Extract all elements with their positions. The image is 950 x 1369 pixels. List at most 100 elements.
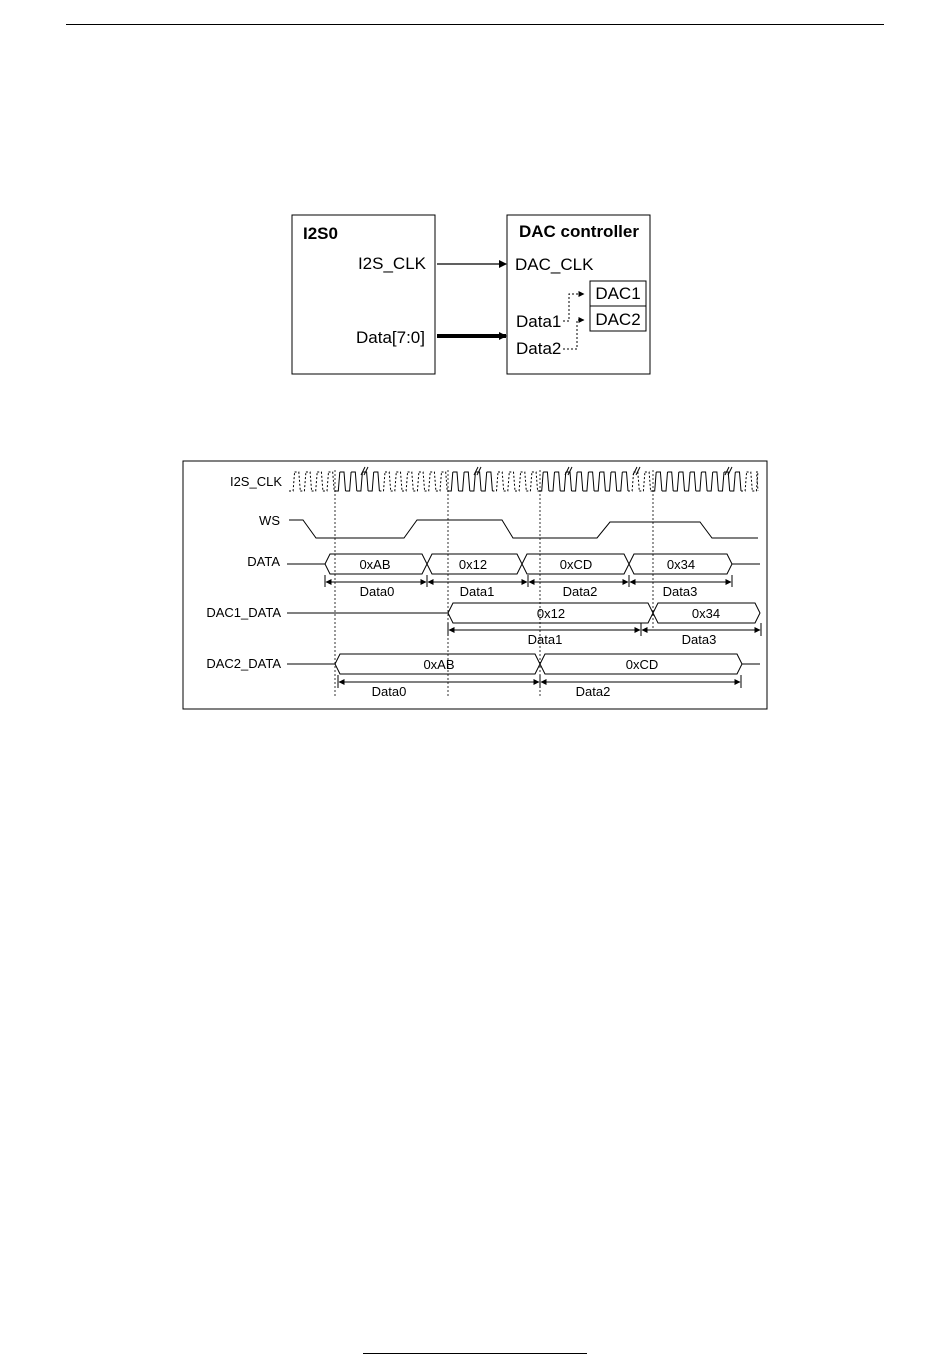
- clk-half-period: [323, 472, 329, 491]
- dac2-bus-segment-1: 0xCD: [540, 654, 742, 674]
- clk-half-period: [651, 472, 657, 491]
- clk-half-period: [391, 472, 397, 491]
- clk-half-period: [701, 472, 707, 491]
- clk-half-period: [481, 472, 487, 491]
- clk-half-period: [430, 472, 436, 491]
- clk-half-period: [475, 472, 481, 491]
- clk-half-period: [351, 472, 357, 491]
- data-bus-segment-0: 0xAB: [325, 554, 427, 574]
- ws-waveform: [289, 520, 758, 538]
- dac1-bus-segment-0: 0x12: [448, 603, 653, 623]
- clk-half-period: [718, 472, 724, 491]
- clk-half-period: [555, 472, 561, 491]
- clk-half-period: [509, 472, 515, 491]
- data-bus-segment-2: 0xCD: [522, 554, 629, 574]
- data-bus-value-2: 0xCD: [560, 557, 593, 572]
- clk-half-period: [713, 472, 719, 491]
- dac2-label: DAC2: [595, 310, 640, 329]
- clk-half-period: [419, 472, 425, 491]
- data-dim-label-1: Data1: [460, 584, 495, 599]
- dac2-bus-value-1: 0xCD: [626, 657, 659, 672]
- clk-half-period: [396, 472, 402, 491]
- clk-half-period: [735, 472, 741, 491]
- signal-name-ws: WS: [259, 513, 280, 528]
- clk-half-period: [696, 472, 702, 491]
- clk-half-period: [317, 472, 323, 491]
- timing-diagram: I2S_CLK WS DATA DAC1_DATA DAC2_DATA 0xAB…: [183, 461, 767, 709]
- signal-name-dac2-data: DAC2_DATA: [206, 656, 281, 671]
- clk-half-period: [346, 472, 352, 491]
- clk-half-period: [538, 472, 544, 491]
- data-dim-label-2: Data2: [563, 584, 598, 599]
- clk-half-period: [385, 472, 391, 491]
- i2s-block-title: I2S0: [303, 224, 338, 243]
- clk-half-period: [487, 472, 493, 491]
- clk-half-period: [577, 472, 583, 491]
- clk-half-period: [668, 472, 674, 491]
- clk-half-period: [690, 472, 696, 491]
- data-bus-value-0: 0xAB: [359, 557, 390, 572]
- clk-half-period: [532, 472, 538, 491]
- clk-half-period: [504, 472, 510, 491]
- signal-name-data: DATA: [247, 554, 280, 569]
- dac1-dim-label-0: Data1: [528, 632, 563, 647]
- dac-controller-title: DAC controller: [519, 222, 639, 241]
- clk-half-period: [526, 472, 532, 491]
- data-bus-value-3: 0x34: [667, 557, 695, 572]
- clk-half-period: [730, 472, 736, 491]
- clk-half-period: [747, 472, 753, 491]
- clk-half-period: [566, 472, 572, 491]
- clk-half-period: [707, 472, 713, 491]
- data-dim-label-3: Data3: [663, 584, 698, 599]
- clk-half-period: [408, 472, 414, 491]
- clk-half-period: [611, 472, 617, 491]
- clk-half-period: [340, 472, 346, 491]
- data-dim-label-0: Data0: [360, 584, 395, 599]
- clk-half-period: [464, 472, 470, 491]
- clk-half-period: [402, 472, 408, 491]
- clk-half-period: [741, 472, 747, 491]
- clk-half-period: [374, 472, 380, 491]
- clk-half-period: [656, 472, 662, 491]
- clk-half-period: [600, 472, 606, 491]
- clk-half-period: [300, 472, 306, 491]
- clk-half-period: [543, 472, 549, 491]
- clk-half-period: [572, 472, 578, 491]
- clk-half-period: [605, 472, 611, 491]
- clk-half-period: [617, 472, 623, 491]
- i2s-data-port-label: Data[7:0]: [356, 328, 425, 347]
- clk-half-period: [425, 472, 431, 491]
- clk-half-period: [588, 472, 594, 491]
- dac1-bus-value-1: 0x34: [692, 606, 720, 621]
- clk-half-period: [312, 472, 318, 491]
- clk-half-period: [639, 472, 645, 491]
- dac-data2-port-label: Data2: [516, 339, 561, 358]
- clk-half-period: [413, 472, 419, 491]
- dac1-label: DAC1: [595, 284, 640, 303]
- dac-clk-port-label: DAC_CLK: [515, 255, 594, 274]
- clk-half-period: [289, 472, 295, 491]
- clk-half-period: [436, 472, 442, 491]
- clk-half-period: [492, 472, 498, 491]
- dac2-dim-label-0: Data0: [372, 684, 407, 699]
- clk-half-period: [662, 472, 668, 491]
- clk-half-period: [362, 472, 368, 491]
- clk-half-period: [459, 472, 465, 491]
- i2s-clk-port-label: I2S_CLK: [358, 254, 427, 273]
- clk-half-period: [583, 472, 589, 491]
- clk-half-period: [685, 472, 691, 491]
- data2-to-dac2-route: [563, 320, 584, 349]
- data-bus-segment-1: 0x12: [427, 554, 522, 574]
- clk-half-period: [673, 472, 679, 491]
- dac2-dim-label-1: Data2: [576, 684, 611, 699]
- clk-half-period: [594, 472, 600, 491]
- clk-half-period: [498, 472, 504, 491]
- clk-half-period: [368, 472, 374, 491]
- signal-name-i2s-clk: I2S_CLK: [230, 474, 282, 489]
- block-diagram: I2S0 I2S_CLK Data[7:0] DAC controller DA…: [292, 215, 650, 374]
- clk-half-period: [521, 472, 527, 491]
- clk-half-period: [379, 472, 385, 491]
- data-bus-segment-3: 0x34: [629, 554, 732, 574]
- clk-half-period: [306, 472, 312, 491]
